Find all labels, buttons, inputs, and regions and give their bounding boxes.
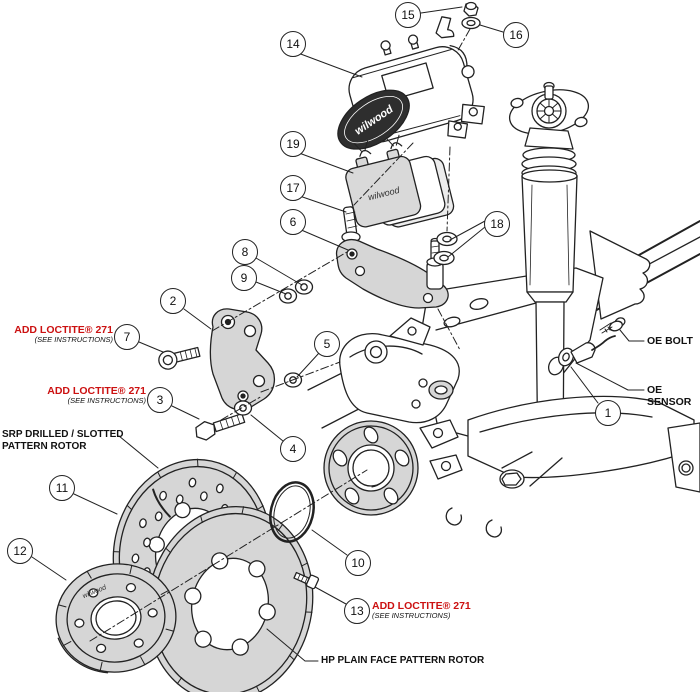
caliper-bracket-illustration	[335, 206, 458, 309]
callout-1: 1	[595, 400, 621, 426]
callout-18: 18	[484, 211, 510, 237]
callout-14: 14	[280, 31, 306, 57]
callout-5: 5	[314, 331, 340, 357]
caliper-illustration: wilwood	[337, 16, 485, 150]
callout-8: 8	[232, 239, 258, 265]
loctite-note-3-title: ADD LOCTITE® 271	[47, 385, 146, 397]
loctite-note-7-title: ADD LOCTITE® 271	[14, 324, 113, 336]
bolt-7-illustration	[158, 346, 201, 370]
loctite-note-3-sub: (SEE INSTRUCTIONS)	[67, 396, 146, 406]
hp-rotor-label: HP PLAIN FACE PATTERN ROTOR	[321, 655, 485, 666]
assembly-axis-lines	[89, 28, 471, 642]
bolt-3-illustration	[195, 413, 246, 441]
loctite-note-7-sub: (SEE INSTRUCTIONS)	[34, 335, 113, 345]
callout-12: 12	[7, 538, 33, 564]
callout-13: 13	[344, 598, 370, 624]
callout-15: 15	[395, 2, 421, 28]
bolt-13-illustration	[293, 571, 320, 590]
oe-bolt-label: OE BOLT	[647, 335, 693, 347]
callout-9: 9	[231, 265, 257, 291]
callout-3: 3	[147, 387, 173, 413]
callout-17: 17	[280, 175, 306, 201]
oe-bolt-illustration	[599, 317, 626, 334]
o-ring-illustration	[269, 481, 315, 543]
srp-rotor-label: SRP DRILLED / SLOTTED PATTERN ROTOR	[2, 429, 124, 452]
bracket-2-illustration	[209, 308, 275, 411]
callout-10: 10	[345, 550, 371, 576]
callout-16: 16	[503, 22, 529, 48]
top-nut-and-washer-illustration	[461, 1, 481, 30]
callout-7: 7	[114, 324, 140, 350]
loctite-note-13-sub: (SEE INSTRUCTIONS)	[372, 611, 451, 621]
callout-2: 2	[160, 288, 186, 314]
srp-rotor-label-line1: SRP DRILLED / SLOTTED	[2, 429, 124, 440]
callout-6: 6	[280, 209, 306, 235]
loctite-note-7: ADD LOCTITE® 271 (SEE INSTRUCTIONS)	[13, 324, 113, 345]
callout-19: 19	[280, 131, 306, 157]
trailing-arm-illustration	[467, 395, 700, 493]
loctite-note-13-title: ADD LOCTITE® 271	[372, 600, 471, 612]
loctite-note-13: ADD LOCTITE® 271 (SEE INSTRUCTIONS)	[372, 600, 472, 621]
axle-knuckle-illustration	[339, 317, 503, 538]
washers-8-9-illustration	[278, 279, 314, 304]
loctite-note-3: ADD LOCTITE® 271 (SEE INSTRUCTIONS)	[46, 385, 146, 406]
oe-sensor-illustration	[547, 335, 616, 376]
callout-4: 4	[280, 436, 306, 462]
callout-11: 11	[49, 475, 75, 501]
srp-rotor-label-line2: PATTERN ROTOR	[2, 440, 87, 452]
oe-sensor-label: OE SENSOR	[647, 384, 692, 409]
rotor-hat-illustration: wilwood	[55, 563, 177, 674]
hub-flange-illustration	[323, 420, 419, 516]
